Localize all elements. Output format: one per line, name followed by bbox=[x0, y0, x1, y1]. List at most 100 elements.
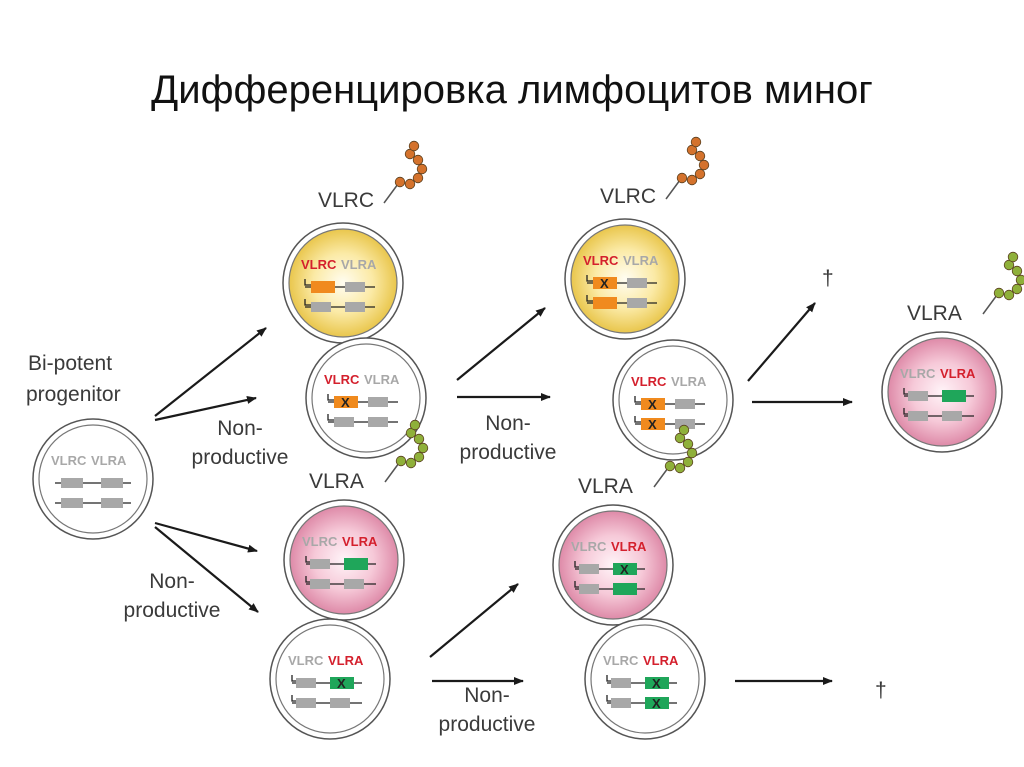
vlrc-label: VLRC bbox=[600, 185, 656, 208]
promoter-mark bbox=[586, 275, 595, 282]
nonproductive-label-1-b: productive bbox=[460, 441, 557, 464]
bead-0 bbox=[394, 176, 406, 188]
rearranged-segment bbox=[330, 677, 354, 689]
vlra-label: VLRA bbox=[578, 475, 633, 498]
bead-2 bbox=[694, 168, 706, 180]
gene-label-vlrc: VLRC bbox=[900, 366, 936, 381]
bead-1 bbox=[405, 457, 417, 469]
rearranged-segment bbox=[593, 277, 617, 289]
x-mark: X bbox=[337, 676, 346, 691]
germline-segment bbox=[368, 417, 388, 427]
germline-segment bbox=[908, 391, 928, 401]
bead-3 bbox=[1015, 274, 1024, 286]
vlra-receptor-chain bbox=[653, 424, 698, 488]
nonproductive-label-0-b: productive bbox=[192, 446, 289, 469]
arrow-4 bbox=[456, 307, 546, 381]
bead-3 bbox=[698, 159, 710, 171]
bead-2 bbox=[413, 451, 425, 463]
promoter-mark bbox=[304, 299, 313, 306]
rearranged-segment bbox=[311, 281, 335, 293]
gene-label-vlrc: VLRC bbox=[302, 534, 338, 549]
germline-segment bbox=[344, 579, 364, 589]
germline-segment bbox=[311, 302, 331, 312]
germline-segment bbox=[61, 478, 83, 488]
vlra-receptor-chain bbox=[384, 419, 429, 483]
gene-label-vlrc: VLRC bbox=[324, 372, 360, 387]
chain-stalk bbox=[384, 462, 400, 483]
germline-segment bbox=[368, 397, 388, 407]
germline-segment bbox=[345, 282, 365, 292]
gene-label-vlrc: VLRC bbox=[603, 653, 639, 668]
gene-label-vlra: VLRA bbox=[364, 372, 400, 387]
promoter-mark bbox=[634, 416, 643, 423]
bead-4 bbox=[682, 438, 694, 450]
nonproductive-label-1-a: Non- bbox=[485, 412, 531, 435]
promoter-mark bbox=[327, 394, 336, 401]
rearranged-segment bbox=[641, 418, 665, 430]
cell-vlra-cell-1: VLRC VLRA VLRA bbox=[283, 470, 405, 621]
progenitor-label-2: progenitor bbox=[26, 383, 121, 406]
gene-label-vlrc: VLRC bbox=[301, 257, 337, 272]
germline-segment bbox=[310, 579, 330, 589]
bead-2 bbox=[682, 456, 694, 468]
x-mark: X bbox=[620, 562, 629, 577]
rearranged-segment bbox=[344, 558, 368, 570]
bead-0 bbox=[676, 172, 688, 184]
promoter-mark bbox=[327, 414, 336, 421]
death-bottom-symbol: † bbox=[875, 679, 887, 702]
bead-6 bbox=[1007, 251, 1019, 263]
vlra-label: VLRA bbox=[907, 302, 962, 325]
germline-segment bbox=[101, 498, 123, 508]
chain-stalk bbox=[982, 294, 998, 315]
bead-3 bbox=[686, 447, 698, 459]
germline-segment bbox=[345, 302, 365, 312]
bead-6 bbox=[678, 424, 690, 436]
bead-2 bbox=[1011, 283, 1023, 295]
germline-segment bbox=[61, 498, 83, 508]
nonproductive-label-0-a: Non- bbox=[217, 417, 263, 440]
arrow-1 bbox=[154, 396, 257, 422]
germline-segment bbox=[675, 399, 695, 409]
vlrc-receptor-chain bbox=[383, 140, 428, 204]
arrow-2 bbox=[154, 521, 258, 553]
germline-segment bbox=[908, 411, 928, 421]
germline-segment bbox=[296, 678, 316, 688]
chain-stalk bbox=[665, 179, 681, 200]
x-mark: X bbox=[600, 276, 609, 291]
vlrc-receptor-chain bbox=[665, 136, 710, 200]
germline-segment bbox=[579, 584, 599, 594]
nonproductive-label-3-b: productive bbox=[439, 713, 536, 736]
gene-label-vlra: VLRA bbox=[623, 253, 659, 268]
vlra-label: VLRA bbox=[309, 470, 364, 493]
rearranged-segment bbox=[593, 297, 617, 309]
germline-segment bbox=[627, 298, 647, 308]
page-title: Дифференцировка лимфоцитов миног bbox=[151, 68, 873, 112]
nonproductive-label-2-b: productive bbox=[124, 599, 221, 622]
arrows-layer bbox=[154, 302, 853, 685]
gene-label-vlrc: VLRC bbox=[631, 374, 667, 389]
bead-3 bbox=[416, 163, 428, 175]
germline-segment bbox=[579, 564, 599, 574]
rearranged-segment bbox=[334, 396, 358, 408]
progenitor-label-1: Bi-potent bbox=[28, 352, 112, 375]
nonproductive-label-3-a: Non- bbox=[464, 684, 510, 707]
bead-4 bbox=[413, 433, 425, 445]
bead-1 bbox=[404, 178, 416, 190]
gene-label-vlra: VLRA bbox=[671, 374, 707, 389]
germline-segment bbox=[611, 678, 631, 688]
bead-6 bbox=[409, 419, 421, 431]
gene-label-vlra: VLRA bbox=[342, 534, 378, 549]
bead-0 bbox=[395, 455, 407, 467]
bead-1 bbox=[674, 462, 686, 474]
x-mark: X bbox=[648, 397, 657, 412]
bead-3 bbox=[417, 442, 429, 454]
arrow-8 bbox=[429, 583, 519, 658]
germline-segment bbox=[611, 698, 631, 708]
